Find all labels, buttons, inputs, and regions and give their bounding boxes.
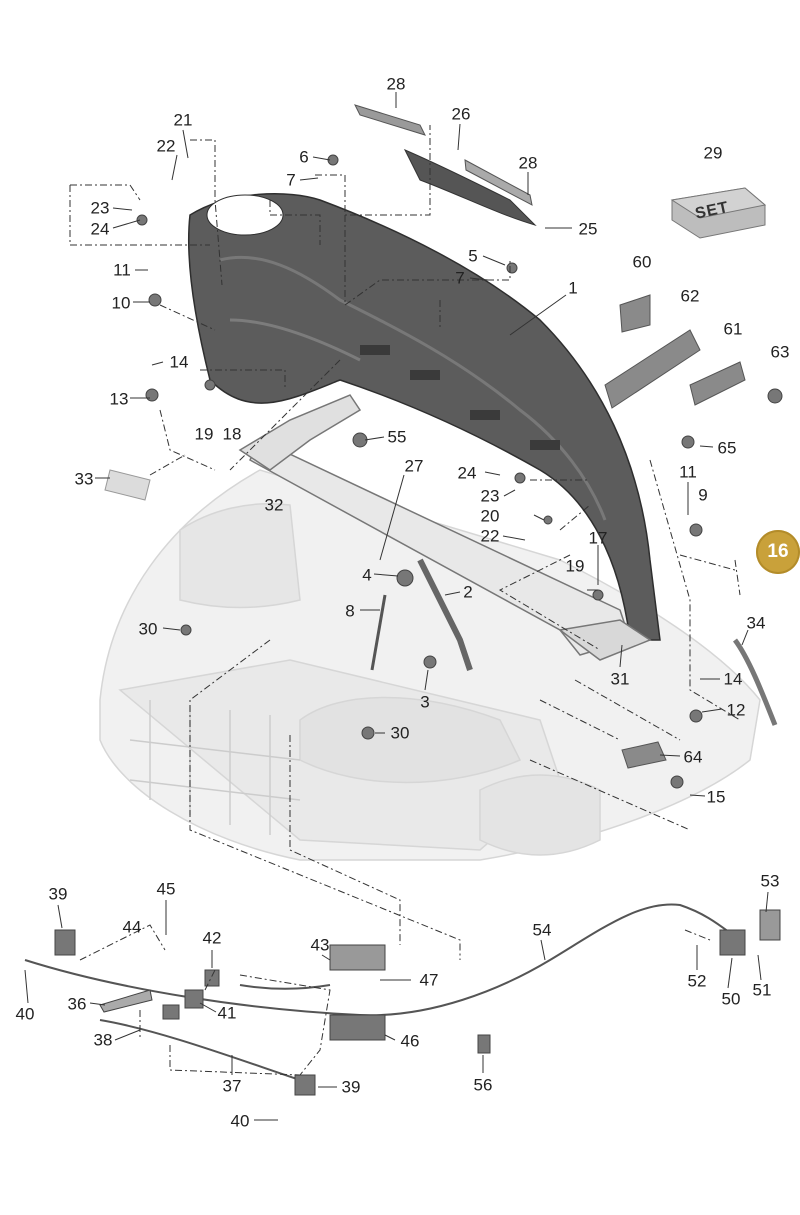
part-label: 10 [111, 293, 131, 313]
part-label: 47 [419, 970, 439, 990]
part-label: 31 [610, 669, 630, 689]
part-label: 32 [264, 495, 284, 515]
leader-lines [24, 92, 769, 1121]
part-label: 25 [578, 219, 598, 239]
part-label: 40 [15, 1004, 35, 1024]
part-label: 5 [468, 246, 478, 266]
part-label: 36 [67, 994, 87, 1014]
part-label: 27 [404, 456, 424, 476]
part-label: 19 [194, 424, 214, 444]
part-label: 46 [400, 1031, 420, 1051]
part-label: 62 [680, 286, 700, 306]
trim-pieces [604, 294, 746, 769]
part-label: 45 [156, 879, 176, 899]
part-label: 40 [230, 1111, 250, 1131]
part-label: 2 [463, 582, 473, 602]
part-label: 63 [770, 342, 790, 362]
highlighted-part-badge[interactable]: 16 [756, 530, 800, 574]
part-label: 33 [74, 469, 94, 489]
part-label: 65 [717, 438, 737, 458]
part-label: 22 [156, 136, 176, 156]
part-label: 28 [518, 153, 538, 173]
part-label: 23 [90, 198, 110, 218]
part-label: 9 [698, 485, 708, 505]
part-label: 8 [345, 601, 355, 621]
part-label: 22 [480, 526, 500, 546]
part-label: 26 [451, 104, 471, 124]
part-label: 18 [222, 424, 242, 444]
part-label: 54 [532, 920, 552, 940]
part-label: 23 [480, 486, 500, 506]
part-label: 29 [703, 143, 723, 163]
part-label: 39 [341, 1077, 361, 1097]
part-label: 17 [588, 528, 608, 548]
part-label: 6 [299, 147, 309, 167]
part-label: 51 [752, 980, 772, 1000]
part-label: 19 [565, 556, 585, 576]
part-label: 14 [169, 352, 189, 372]
part-label: 21 [173, 110, 193, 130]
part-label: 11 [679, 462, 697, 482]
part-label: 1 [568, 278, 578, 298]
connector-lines [69, 125, 741, 1076]
part-label: 64 [683, 747, 703, 767]
part-label: 39 [48, 884, 68, 904]
hood-part [187, 193, 661, 641]
part-label: 15 [706, 787, 726, 807]
part-label: 53 [760, 871, 780, 891]
part-label: 4 [362, 565, 372, 585]
part-label: 60 [632, 252, 652, 272]
part-label: 24 [90, 219, 110, 239]
part-label: 42 [202, 928, 222, 948]
part-label: 61 [723, 319, 743, 339]
part-label: 12 [726, 700, 746, 720]
part-label: 38 [93, 1030, 113, 1050]
part-label: 20 [480, 506, 500, 526]
part-label: 52 [687, 971, 707, 991]
set-box: SET [670, 187, 767, 239]
part-label: 11 [113, 260, 131, 280]
part-label: 28 [386, 74, 406, 94]
part-label: 13 [109, 389, 129, 409]
part-label: 50 [721, 989, 741, 1009]
part-label: 7 [286, 170, 296, 190]
part-label: 7 [455, 268, 465, 288]
part-label: 37 [222, 1076, 242, 1096]
part-label: 14 [723, 669, 743, 689]
part-label: 3 [420, 692, 430, 712]
hood-frame-seal [238, 394, 652, 661]
part-label: 30 [138, 619, 158, 639]
part-label: 41 [217, 1003, 237, 1023]
part-label: 56 [473, 1075, 493, 1095]
part-label: 44 [122, 917, 142, 937]
part-label: 43 [310, 935, 330, 955]
set-label: SET [694, 199, 731, 223]
part-label: 24 [457, 463, 477, 483]
part-label: 55 [387, 427, 407, 447]
part-label: 30 [390, 723, 410, 743]
cowl-trim-parts [354, 104, 537, 227]
part-label: 34 [746, 613, 766, 633]
hardware-parts [54, 154, 783, 1096]
